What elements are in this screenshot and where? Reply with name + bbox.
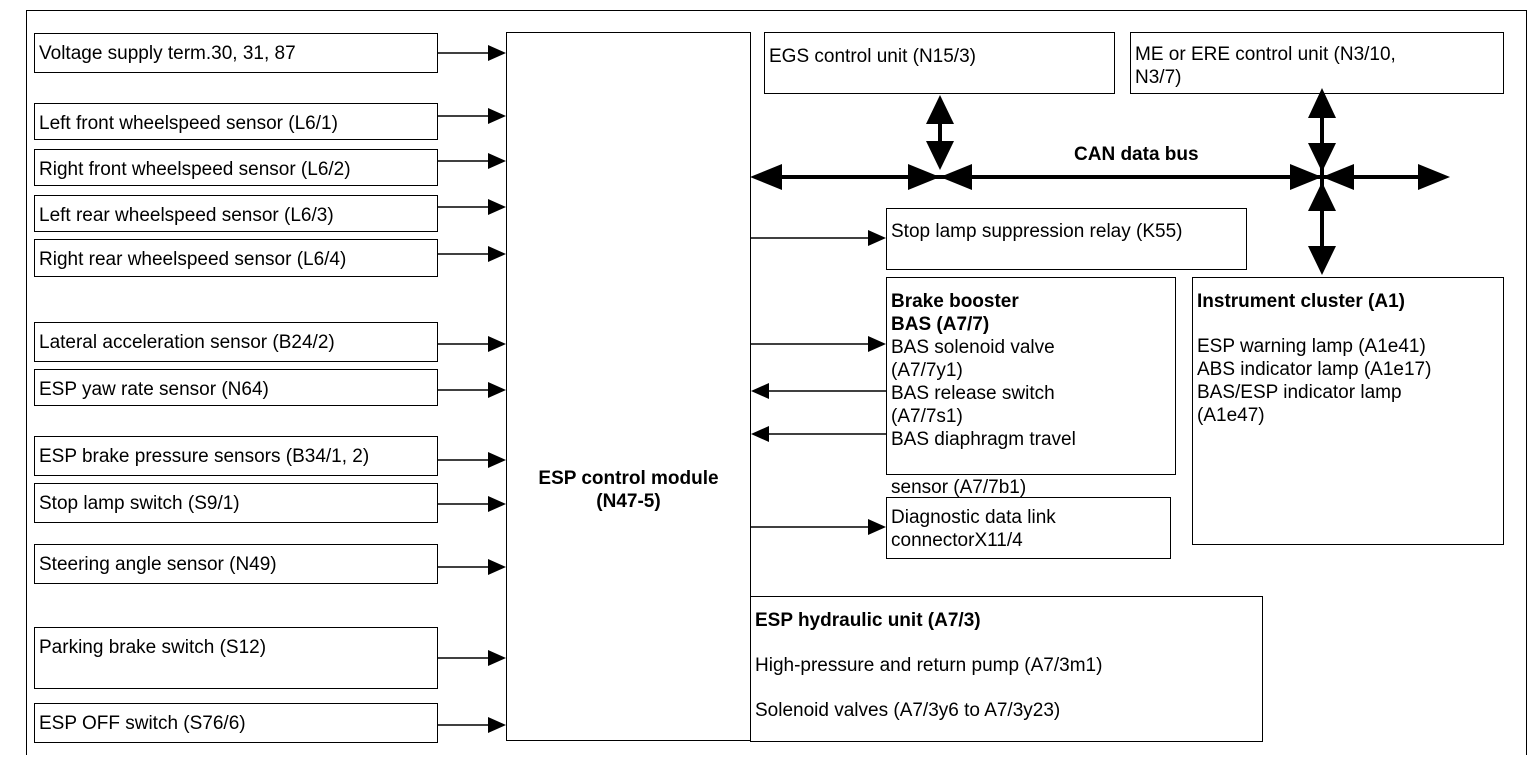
instrument-cluster: Instrument cluster (A1) ESP warning lamp… [1192,277,1504,545]
can-data-bus-label: CAN data bus [1074,144,1199,165]
esp-module-code: (N47-5) [596,491,661,512]
esp-hydraulic-unit: ESP hydraulic unit (A7/3) High-pressure … [750,596,1263,742]
diagram-frame [26,10,1527,755]
input-stop-lamp-switch: Stop lamp switch (S9/1) [34,483,438,523]
input-lateral-acceleration: Lateral acceleration sensor (B24/2) [34,322,438,362]
input-voltage-supply: Voltage supply term.30, 31, 87 [34,33,438,73]
input-steering-angle: Steering angle sensor (N49) [34,544,438,584]
input-left-rear-wheelspeed: Left rear wheelspeed sensor (L6/3) [34,195,438,232]
input-yaw-rate: ESP yaw rate sensor (N64) [34,369,438,406]
input-right-front-wheelspeed: Right front wheelspeed sensor (L6/2) [34,149,438,186]
input-right-rear-wheelspeed: Right rear wheelspeed sensor (L6/4) [34,239,438,277]
input-esp-off-switch: ESP OFF switch (S76/6) [34,703,438,743]
egs-control-unit: EGS control unit (N15/3) [764,32,1115,94]
me-control-unit: ME or ERE control unit (N3/10, N3/7) [1130,32,1504,94]
diagnostic-connector: Diagnostic data link connectorX11/4 [886,497,1171,559]
input-parking-brake: Parking brake switch (S12) [34,627,438,689]
esp-control-module: ESP control module (N47-5) [506,32,751,741]
stop-lamp-relay: Stop lamp suppression relay (K55) [886,208,1247,270]
input-left-front-wheelspeed: Left front wheelspeed sensor (L6/1) [34,103,438,140]
esp-module-title: ESP control module [538,468,719,489]
input-brake-pressure: ESP brake pressure sensors (B34/1, 2) [34,436,438,476]
brake-booster-overflow-line: sensor (A7/7b1) [891,477,1027,498]
brake-booster: Brake booster BAS (A7/7) BAS solenoid va… [886,277,1176,475]
